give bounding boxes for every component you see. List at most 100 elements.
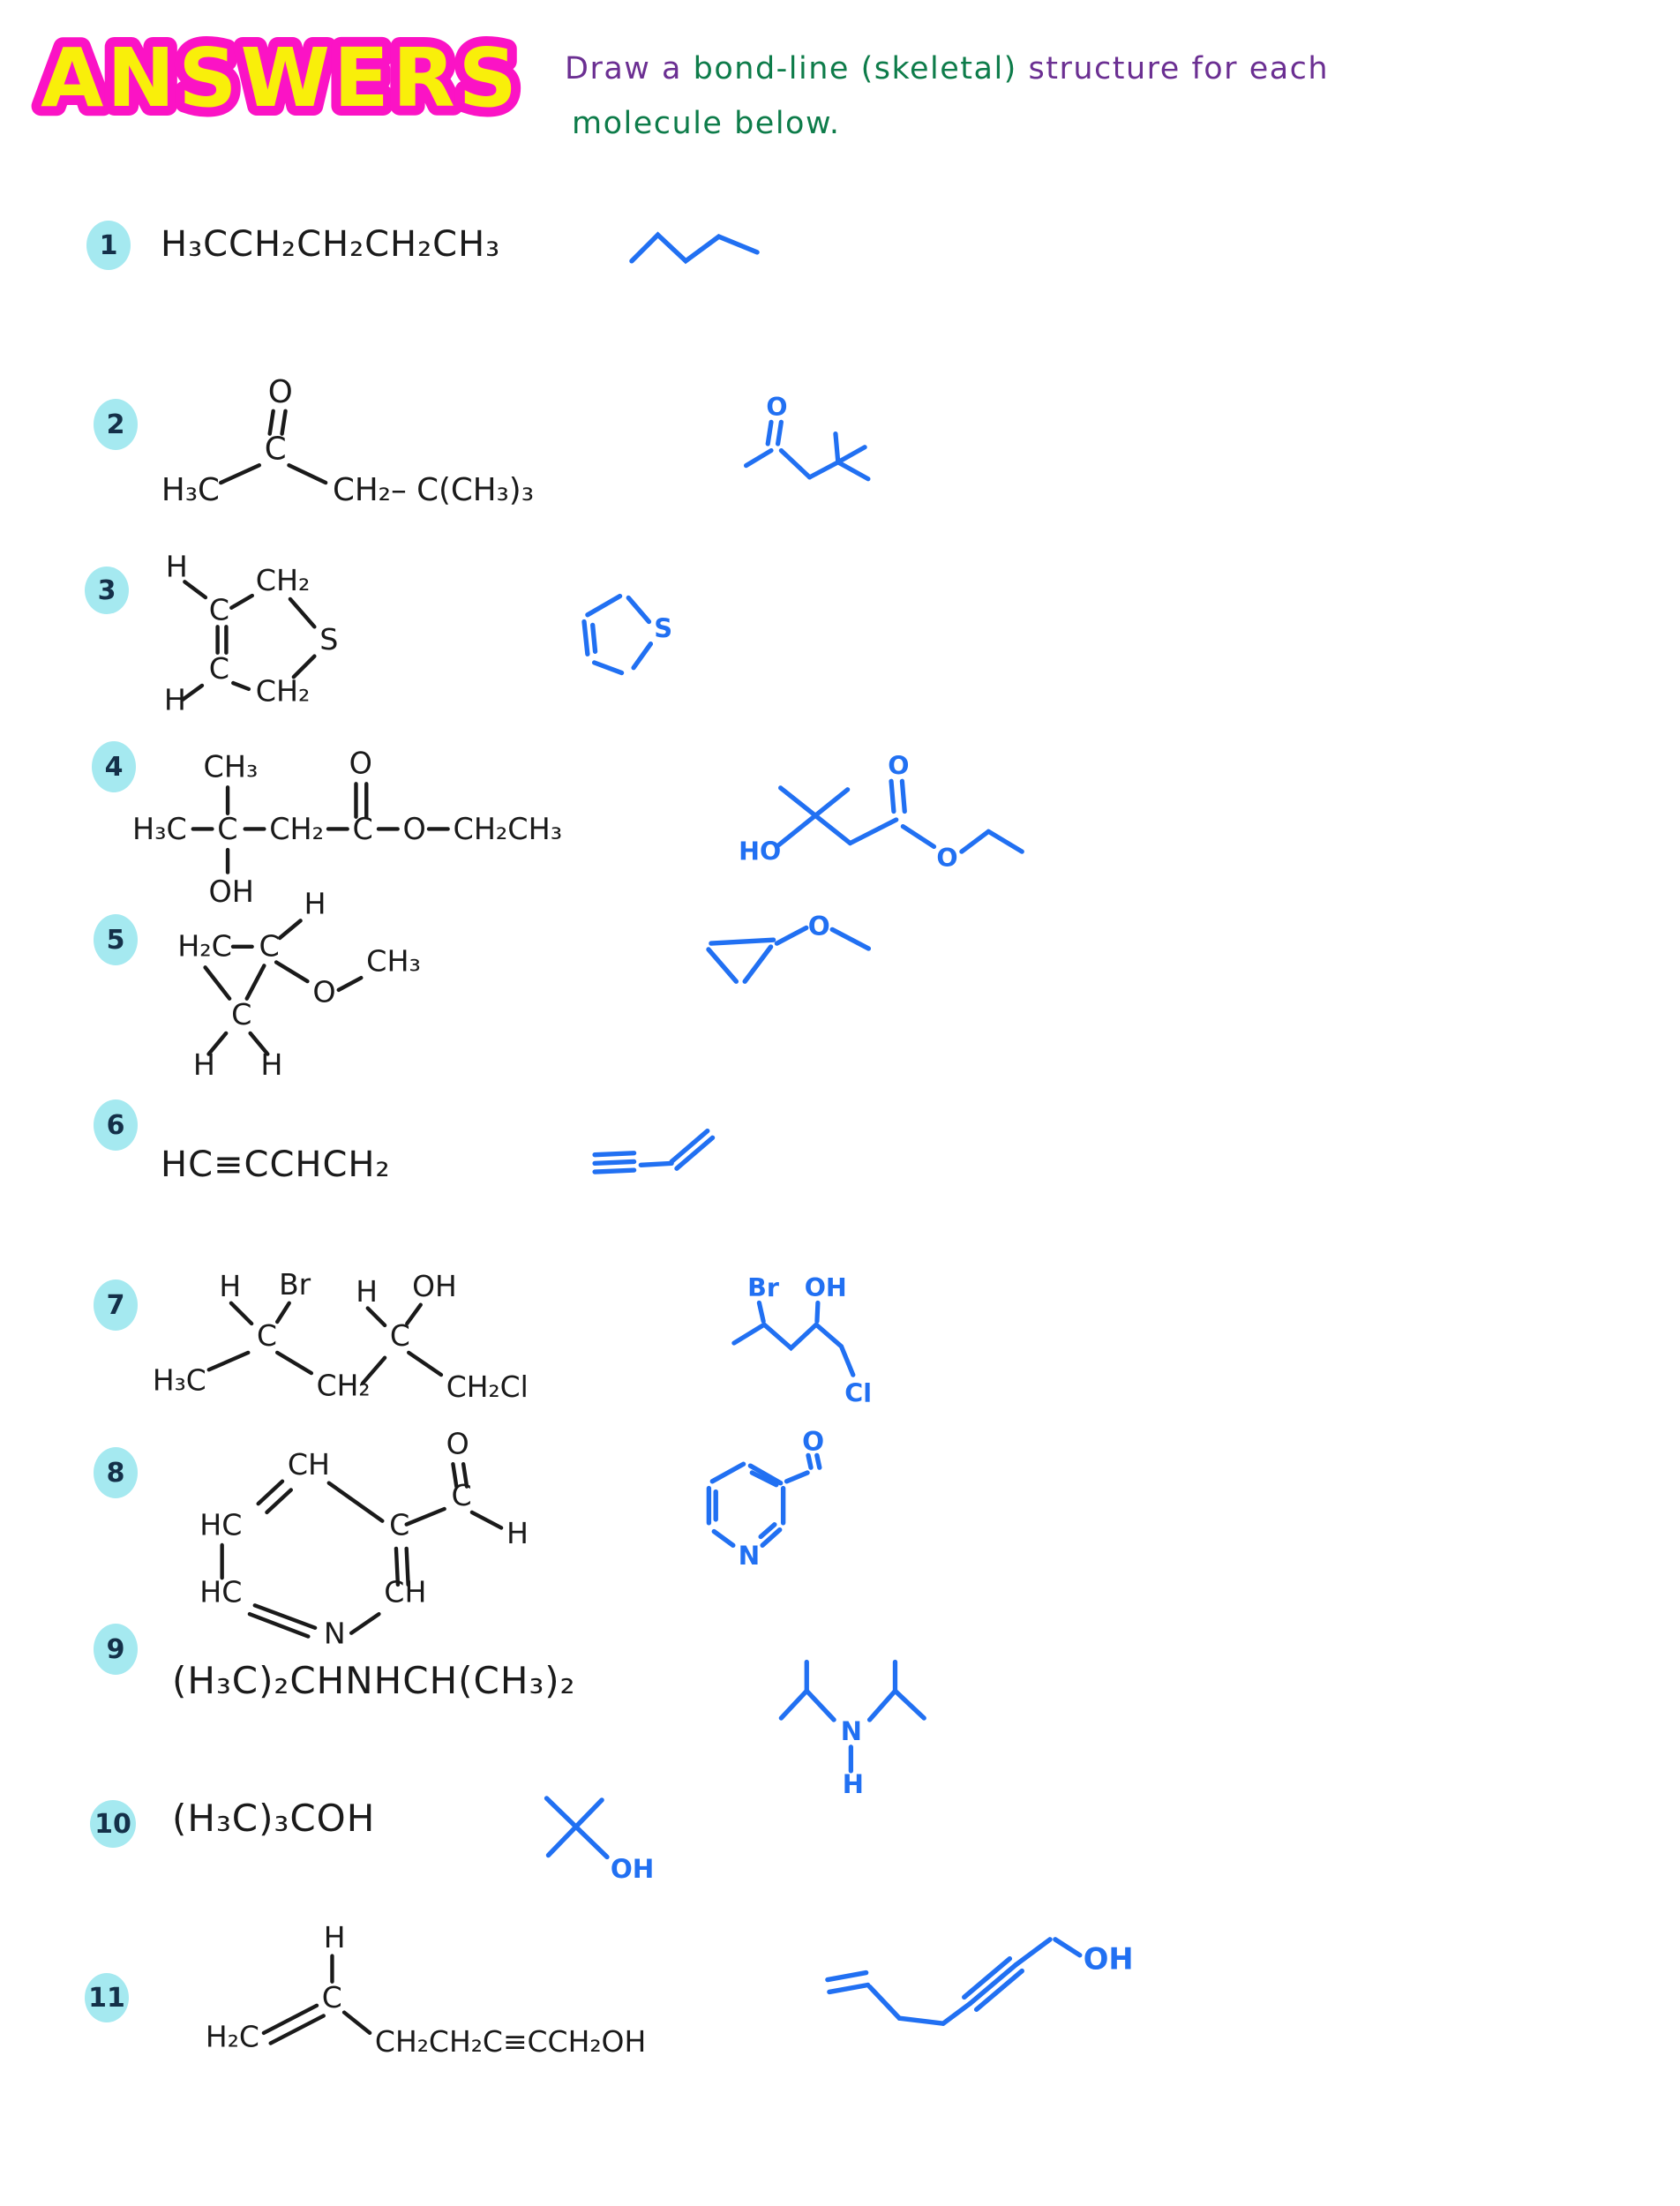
atom-label-c-bot: C (231, 997, 251, 1032)
bonds (220, 1461, 504, 1639)
atom-label-o-top: O (349, 747, 372, 781)
bonds (261, 1954, 372, 2045)
bonds (206, 1301, 444, 1385)
atom-label-ch2-top: CH₂ (256, 563, 311, 597)
instruction-part-1: Draw a (565, 51, 682, 86)
atom-label-o: O (268, 374, 293, 410)
bonds (731, 1300, 856, 1377)
problem-4-badge: 4 (92, 741, 136, 792)
atom-label-ch2-bot: CH₂ (256, 674, 311, 709)
atom-label-ch-top: CH (288, 1447, 330, 1482)
problem-11-badge: 11 (85, 1973, 129, 2022)
problem-1-badge: 1 (86, 221, 131, 270)
bonds (776, 778, 1024, 854)
bonds (219, 409, 328, 485)
problem-8-structure: CH HC HC N CH C C O H (199, 1426, 529, 1650)
bonds (778, 1659, 926, 1774)
atom-label-oh: OH (208, 874, 253, 909)
atom-label-oh: OH (1084, 1942, 1134, 1977)
atom-label-ch3: CH₃ (204, 750, 259, 784)
atom-label-s: S (319, 622, 338, 657)
atom-label-c-ald: C (451, 1478, 471, 1512)
atom-label-c: C (265, 431, 287, 467)
atom-label-h: H (506, 1516, 529, 1550)
atom-label-o: O (808, 911, 830, 941)
atom-label-o: O (446, 1426, 469, 1460)
atom-label-hc-lower: HC (199, 1574, 242, 1609)
problem-6-badge: 6 (94, 1099, 138, 1151)
atom-label-c1: C (217, 812, 237, 846)
bonds (592, 1128, 716, 1174)
problem-9-answer-skeletal: N H (778, 1659, 926, 1799)
atom-label-h2c: H₂C (177, 929, 232, 964)
bonds (706, 925, 872, 984)
atom-label-c-top: C (209, 592, 229, 627)
atom-label-h: H (843, 1769, 864, 1799)
atom-label-chain: CH₂– C(CH₃)₃ (333, 472, 534, 508)
atom-label-o: O (936, 844, 957, 873)
atom-label-h2: H (356, 1274, 378, 1309)
atom-label-h2c: H₂C (206, 2019, 259, 2053)
instruction-line-2: molecule below. (572, 106, 841, 141)
answers-title-bubble: ANSWERS (31, 21, 527, 135)
atom-label-cl: Cl (844, 1379, 872, 1408)
atom-label-n: N (324, 1616, 346, 1650)
bonds (743, 419, 871, 482)
problem-7-answer-skeletal: Br OH Cl (731, 1273, 872, 1408)
atom-label-ho: HO (739, 837, 781, 867)
atom-label-et: CH₂CH₃ (454, 812, 563, 846)
atom-label-hc-upper: HC (199, 1507, 242, 1542)
bonds (825, 1937, 1083, 2026)
atom-label-h3c: H₃C (161, 472, 220, 508)
atom-label-oh: OH (805, 1273, 847, 1302)
problem-9-badge: 9 (94, 1624, 138, 1675)
atom-label-h-top: H (304, 887, 326, 921)
atom-label-c2: C (390, 1318, 410, 1353)
problem-4-structure: H₃C CH₃ C OH CH₂ O C O CH₂CH₃ (132, 747, 563, 909)
bonds (181, 580, 317, 702)
problem-9-formula: (H₃C)₂CHNHCH(CH₃)₂ (172, 1659, 576, 1702)
atom-label-o-top: O (888, 752, 909, 781)
instruction-part-3: structure for each (1028, 51, 1330, 86)
atom-label-ch2: CH₂ (269, 812, 324, 846)
instruction-line-1: Draw a bond-line (skeletal) structure fo… (565, 51, 1329, 86)
atom-label-br: Br (279, 1267, 311, 1302)
atom-label-c: C (322, 1980, 342, 2015)
bonds (191, 782, 450, 874)
problem-6-formula: HC≡CCHCH₂ (161, 1144, 391, 1185)
problem-8-badge: 8 (94, 1447, 138, 1498)
pentane-zigzag (629, 231, 760, 265)
atom-label-n: N (841, 1716, 862, 1746)
bonds (544, 1796, 610, 1860)
atom-label-c1: C (257, 1318, 277, 1353)
atom-label-o: O (312, 975, 335, 1009)
problem-2-structure: O C H₃C CH₂– C(CH₃)₃ (161, 374, 534, 508)
problem-11-answer-skeletal: OH (825, 1937, 1134, 2026)
answers-title: ANSWERS (41, 31, 521, 125)
atom-label-oh: OH (611, 1854, 654, 1884)
atom-label-h-top: H (166, 549, 188, 583)
atom-label-h-right: H (260, 1047, 282, 1082)
atom-label-h3c: H₃C (132, 812, 187, 846)
atom-label-h: H (324, 1920, 346, 1955)
atom-label-ch3: CH₃ (366, 943, 421, 978)
bonds (203, 919, 364, 1056)
problem-5-badge: 5 (94, 914, 138, 965)
instruction-part-2: bond-line (skeletal) (693, 51, 1017, 86)
atom-label-br: Br (747, 1273, 779, 1302)
atom-label-c-ring: C (389, 1507, 409, 1542)
problem-4-answer-skeletal: HO O O (739, 752, 1024, 873)
atom-label-c: C (259, 929, 279, 964)
problem-6-answer-skeletal (592, 1128, 716, 1174)
bonds (706, 1452, 822, 1548)
atom-label-ch2: CH₂ (317, 1368, 371, 1402)
problem-2-badge: 2 (94, 399, 138, 450)
atom-label-n: N (739, 1541, 761, 1571)
problem-10-formula: (H₃C)₃COH (172, 1797, 376, 1840)
atom-label-oh: OH (412, 1269, 457, 1303)
atom-label-ch-bottom: CH (384, 1574, 426, 1609)
atom-label-c2: C (353, 812, 373, 846)
problem-10-answer-skeletal: OH (544, 1796, 654, 1884)
bonds (581, 593, 654, 676)
